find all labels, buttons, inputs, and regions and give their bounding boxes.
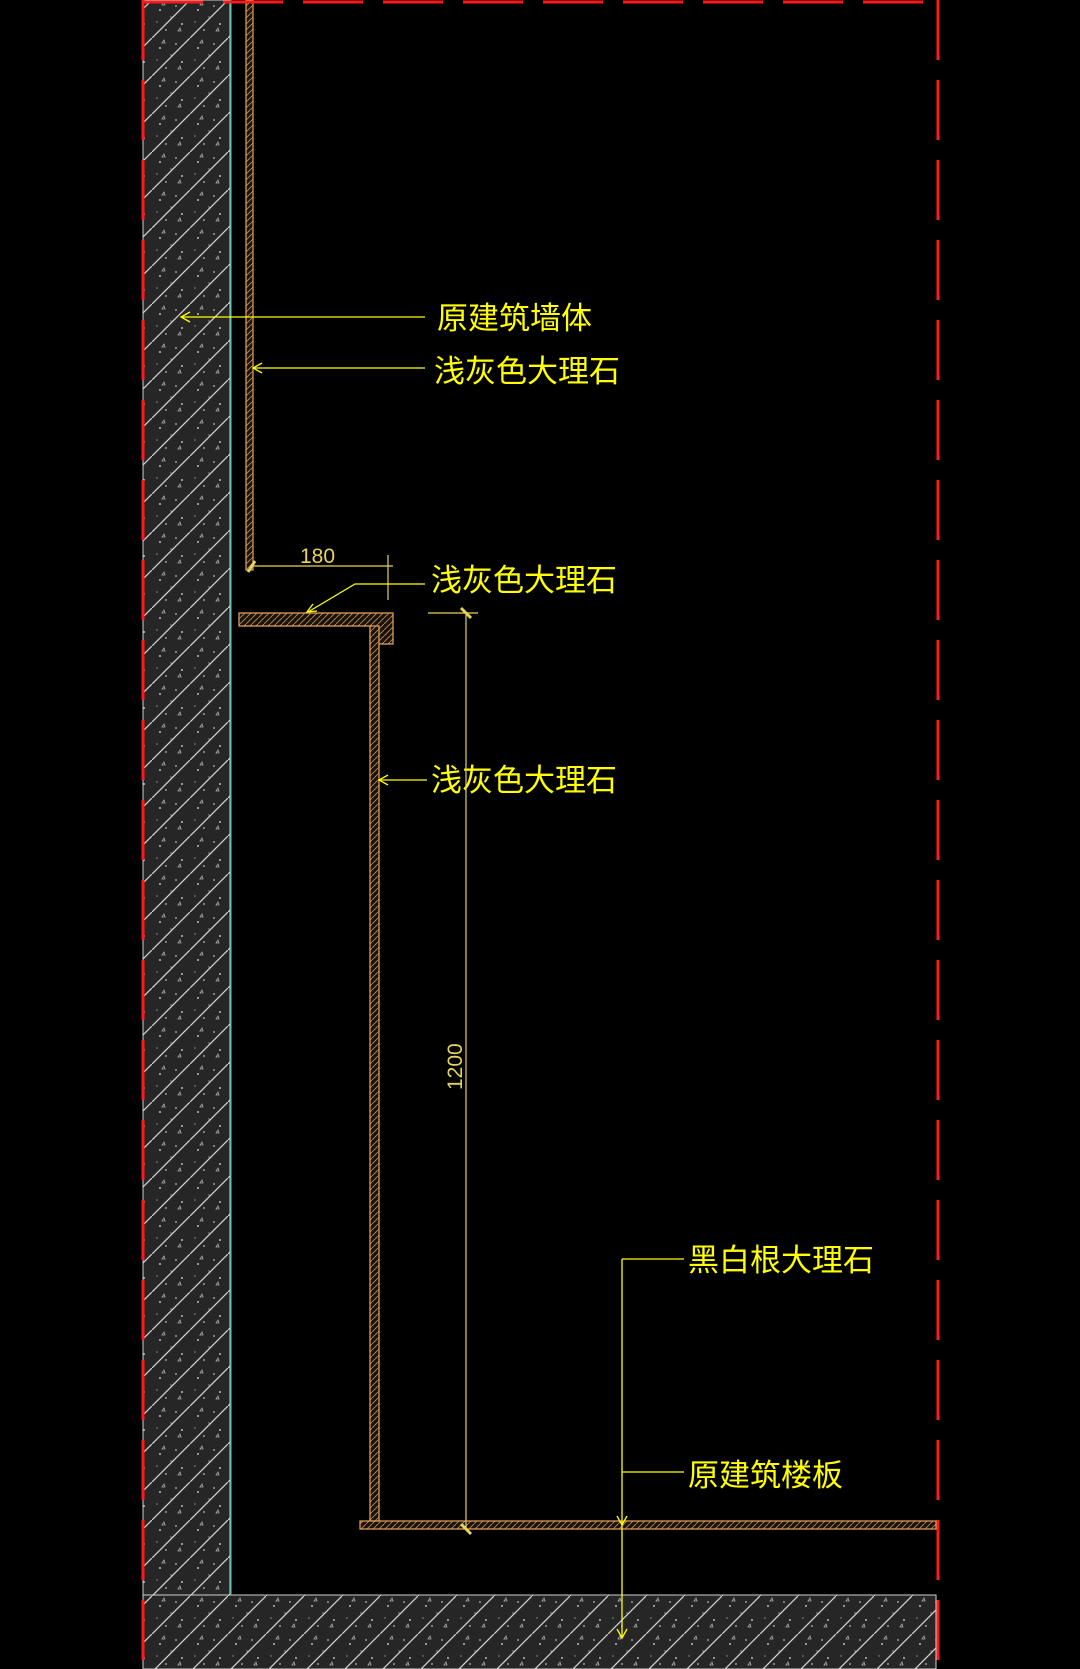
dim-1200: 1200 (444, 1043, 467, 1090)
marble-lower (369, 625, 380, 1522)
label-marble-lower: 浅灰色大理石 (431, 763, 617, 799)
marble-upper (245, 0, 254, 571)
dimension-ledge-width (246, 555, 393, 600)
label-marble-upper: 浅灰色大理石 (434, 354, 620, 390)
label-floor-slab: 原建筑楼板 (688, 1458, 843, 1494)
dim-180: 180 (300, 545, 335, 568)
label-marble-ledge: 浅灰色大理石 (431, 563, 617, 599)
drawing-border (141, 0, 940, 1669)
leader-wall (179, 311, 425, 323)
label-wall: 原建筑墙体 (437, 301, 592, 337)
floor-slab-concrete (142, 1594, 937, 1669)
leader-marble-lower (377, 774, 427, 786)
dimension-height (428, 606, 478, 1536)
wall-concrete (142, 0, 231, 1596)
marble-floor (359, 1520, 937, 1530)
leader-marble-ledge (305, 583, 425, 613)
leader-marble-upper (251, 362, 425, 374)
leader-floor (616, 1258, 684, 1640)
label-black-white-marble: 黑白根大理石 (688, 1243, 874, 1279)
